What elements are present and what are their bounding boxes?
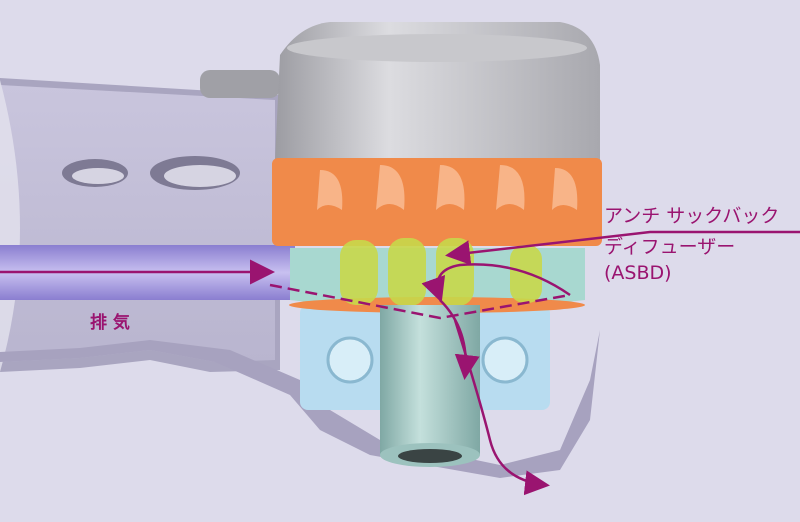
diffuser-flow-dashed (269, 283, 571, 320)
exhaust-label: 排 気 (90, 313, 130, 333)
shaft (380, 305, 480, 455)
diffuser-blades (340, 238, 542, 306)
airflow-arrows (0, 230, 800, 496)
backflow-arrow (421, 263, 571, 303)
downflow-arrow-1 (439, 299, 480, 380)
asbd-label-line2: ディフューザー (604, 236, 736, 258)
asbd-label-line1: アンチ サックバック (604, 205, 780, 227)
asbd-pointer-arrow (445, 230, 800, 266)
lower-casing (0, 330, 600, 478)
handle-sleeve (0, 85, 275, 362)
downflow-arrow-2 (453, 319, 550, 496)
asbd-label-line3: (ASBD) (604, 262, 672, 284)
knob (200, 70, 280, 98)
bur-hole (398, 449, 462, 463)
turbine-blades (317, 165, 578, 210)
